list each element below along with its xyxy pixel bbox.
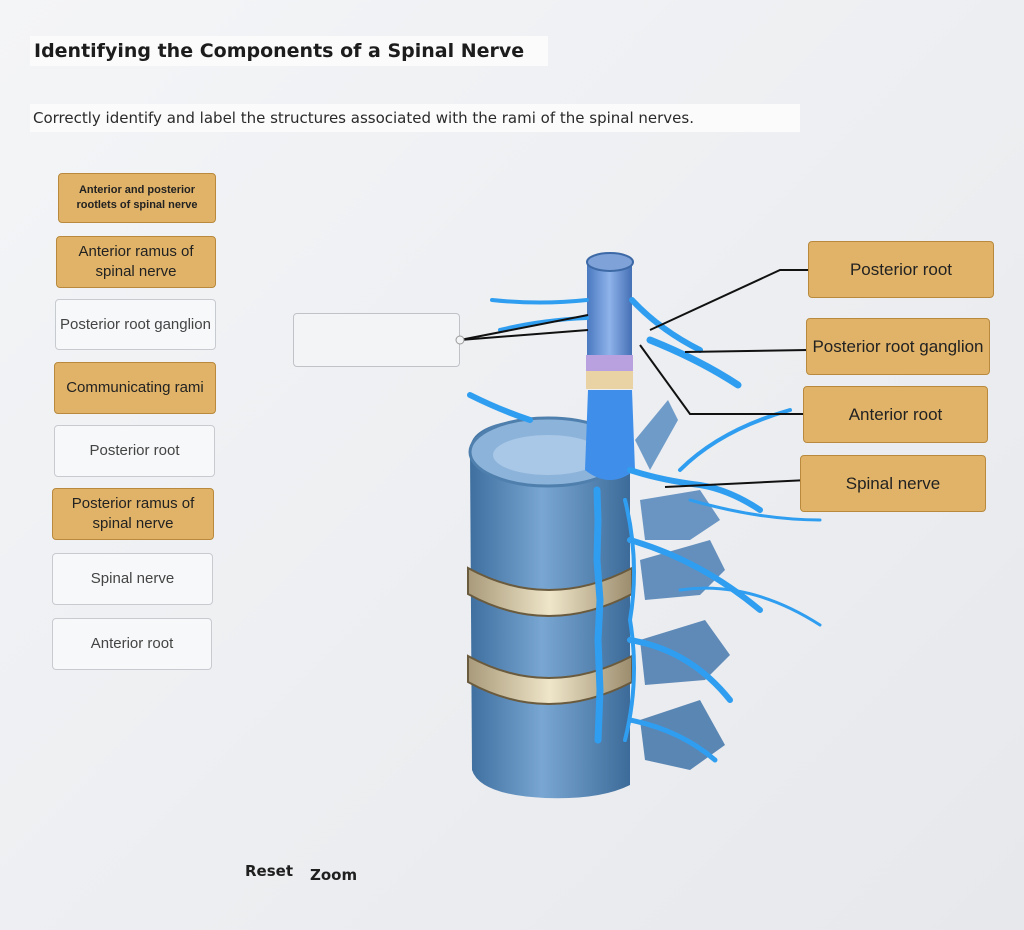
nerve-branch: [627, 637, 733, 703]
instructions: Correctly identify and label the structu…: [30, 104, 800, 132]
sympathetic-trunk: [593, 486, 604, 744]
spinous-process: [640, 620, 730, 685]
word-bank-chip-posterior-root-ganglion[interactable]: Posterior root ganglion: [55, 299, 216, 350]
leader-lines: [459, 269, 809, 488]
leader-line-drop-target: [459, 314, 589, 341]
rootlets: [498, 316, 589, 332]
reset-button[interactable]: Reset: [245, 862, 293, 880]
meninges-band-gold: [586, 371, 633, 389]
posterior-ramus-top: [646, 336, 742, 389]
rootlets: [629, 297, 703, 353]
word-bank-chip-communicating-rami[interactable]: Communicating rami: [54, 362, 216, 414]
leader-line-posterior-root: [649, 269, 808, 331]
word-bank-chip-posterior-root[interactable]: Posterior root: [54, 425, 215, 477]
rootlets: [490, 298, 589, 305]
leader-line-spinal-nerve: [664, 479, 809, 488]
label-text: Anterior root: [848, 404, 943, 424]
zoom-button[interactable]: Zoom: [310, 866, 358, 884]
empty-drop-target[interactable]: [293, 313, 460, 367]
vertebral-body-top-inner: [493, 435, 603, 475]
label-text: Spinal nerve: [845, 473, 941, 493]
spinal-cord-body: [587, 262, 632, 372]
spinous-process: [640, 490, 720, 540]
chip-label: Posterior root ganglion: [60, 315, 211, 333]
anterior-ramus-top: [467, 392, 533, 423]
chip-label: Anterior root: [90, 635, 174, 652]
placed-label-posterior-root-ganglion[interactable]: Posterior root ganglion: [806, 318, 990, 375]
chip-label: Posterior root: [89, 442, 180, 459]
spinal-cord: [585, 252, 635, 480]
leader-line-drop-target: [459, 329, 589, 341]
meninges-band: [586, 355, 633, 371]
nerve-branch: [627, 717, 718, 763]
word-bank-chip-posterior-ramus[interactable]: Posterior ramus of spinal nerve: [52, 488, 214, 540]
word-bank-chip-spinal-nerve[interactable]: Spinal nerve: [52, 553, 213, 605]
label-text: Posterior root: [849, 259, 953, 279]
placed-label-spinal-nerve[interactable]: Spinal nerve: [800, 455, 986, 512]
spinal-cord-top: [586, 252, 634, 272]
page-title: Identifying the Components of a Spinal N…: [30, 36, 548, 66]
nerve-branch: [678, 408, 792, 472]
nerve-branch: [678, 586, 822, 627]
nerve-branch: [627, 537, 763, 613]
placed-label-posterior-root[interactable]: Posterior root: [808, 241, 994, 298]
nerves: [467, 297, 822, 763]
chip-label: Spinal nerve: [90, 570, 175, 587]
drop-target-connector: [455, 335, 465, 345]
nerve-branch: [688, 498, 822, 522]
chip-label: Anterior and posterior rootlets of spina…: [76, 184, 198, 211]
spinal-cord-lower: [585, 390, 635, 480]
placed-label-anterior-root[interactable]: Anterior root: [803, 386, 988, 443]
sympathetic-trunk-side: [623, 498, 636, 742]
chip-label: Anterior ramus of spinal nerve: [78, 243, 194, 280]
chip-label: Posterior ramus of spinal nerve: [71, 495, 195, 532]
word-bank-chip-rootlets[interactable]: Anterior and posterior rootlets of spina…: [58, 173, 216, 223]
word-bank-chip-anterior-root[interactable]: Anterior root: [52, 618, 212, 670]
chip-label: Communicating rami: [66, 379, 204, 396]
label-text: Posterior root ganglion: [812, 336, 984, 356]
spinous-process: [635, 400, 678, 470]
word-bank-chip-anterior-ramus[interactable]: Anterior ramus of spinal nerve: [56, 236, 216, 288]
spinous-process: [640, 540, 725, 600]
leader-line-anterior-root: [639, 344, 808, 415]
leader-line-posterior-root-ganglion: [684, 349, 809, 353]
